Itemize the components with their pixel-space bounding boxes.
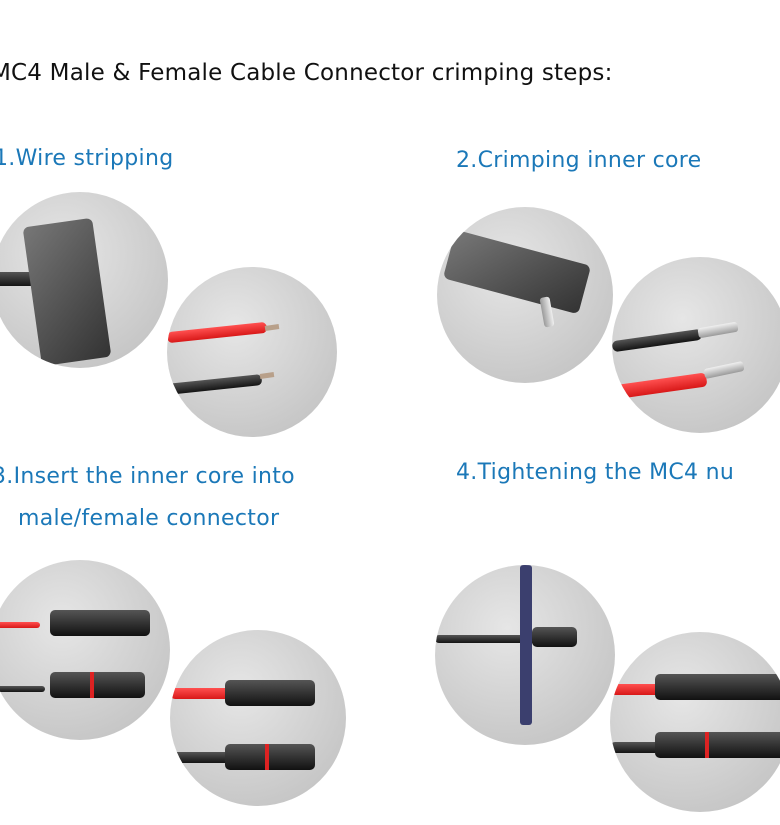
wire-stripper-photo [0, 192, 168, 368]
step-3-label: 3.Insert the inner core into [0, 464, 295, 489]
stripped-wires-photo [167, 267, 337, 437]
insert-core-photo [0, 560, 170, 740]
page-title: MC4 Male & Female Cable Connector crimpi… [0, 60, 613, 86]
tightened-connectors-photo [610, 632, 780, 812]
spanner-tightening-photo [435, 565, 615, 745]
step-4-label: 4.Tightening the MC4 nu [456, 460, 735, 485]
crimped-wires-photo [612, 257, 780, 433]
step-3-label-line2: male/female connector [18, 506, 280, 531]
step-1-label: 1.Wire stripping [0, 146, 174, 171]
crimping-tool-photo [437, 207, 613, 383]
assembled-connectors-photo [170, 630, 346, 806]
step-2-label: 2.Crimping inner core [456, 148, 702, 173]
